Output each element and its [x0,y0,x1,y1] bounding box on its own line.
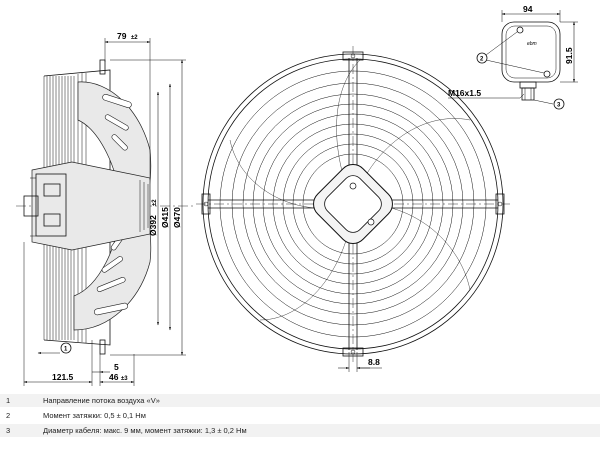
hub [313,164,393,244]
dim-5: 5 [114,362,119,372]
dim-46-tol: ±3 [121,376,128,382]
callout-3 [553,98,565,110]
legend-text: Момент затяжки: 0,5 ± 0,1 Нм [43,411,146,420]
dim-392: Ø392 [148,215,158,236]
legend-row: 1 Направление потока воздуха «V» [0,394,600,407]
callout-2 [476,52,488,64]
motor-body [23,161,151,251]
dim-91-5: 91.5 [564,47,574,64]
legend-number: 2 [6,411,11,420]
svg-text:3: 3 [557,103,561,109]
dim-415: Ø415 [160,207,170,228]
svg-text:2: 2 [480,57,484,63]
dim-392-tol: ±2 [152,199,158,206]
dim-470: Ø470 [172,207,182,228]
legend-row: 2 Момент затяжки: 0,5 ± 0,1 Нм [0,409,600,422]
dim-79-tol: ±2 [131,35,138,41]
callout-1 [60,342,72,354]
side-view: 79 ±2 Ø392 ±2 Ø415 Ø470 1 121.5 5 46 ±3 [16,31,196,386]
legend-row: 3 Диаметр кабеля: макс. 9 мм, момент зат… [0,424,600,437]
dim-46: 46 [109,372,119,382]
svg-text:1: 1 [64,347,68,353]
legend-number: 1 [6,396,11,405]
thread-label: M16x1.5 [448,88,481,98]
brand-label: ebm [527,41,537,47]
dim-79: 79 [117,31,127,41]
terminal-box: ebm 94 91.5 2 M16x1.5 3 [448,4,578,110]
bottom-flange [99,339,106,355]
top-flange [99,59,106,75]
dim-8-8: 8.8 [368,357,380,367]
dim-121-5: 121.5 [52,372,74,382]
front-view: 8.8 [196,46,510,372]
legend-text: Диаметр кабеля: макс. 9 мм, момент затяж… [43,426,247,435]
technical-drawing: 79 ±2 Ø392 ±2 Ø415 Ø470 1 121.5 5 46 ±3 [16,4,578,386]
legend-text: Направление потока воздуха «V» [43,396,160,405]
dim-94: 94 [523,4,533,14]
legend-number: 3 [6,426,11,435]
legend-table: 1 Направление потока воздуха «V» 2 Момен… [0,394,600,439]
